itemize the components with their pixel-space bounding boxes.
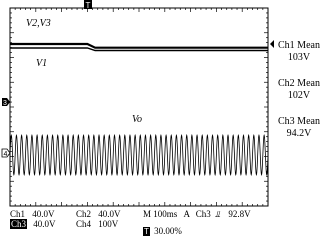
ch4-label: Ch4: [76, 219, 92, 229]
trace-label-v2v3: V2,V3: [26, 18, 51, 29]
measurement-ch3: Ch3 Mean 94.2V: [274, 116, 324, 140]
ch2-setting: Ch2 40.0V: [76, 209, 121, 219]
timebase: M 100ms: [143, 209, 178, 219]
ch3-marker-shape: [2, 98, 10, 106]
ch1-setting: Ch1 40.0V: [10, 209, 55, 219]
measurement-ch3-label: Ch3 Mean: [278, 116, 320, 127]
measurement-ch1-value: 103V: [287, 52, 311, 63]
trace-label-vo: Vo: [132, 114, 142, 125]
trigger-channel: Ch3: [195, 209, 211, 219]
ch3-label: Ch3: [10, 219, 28, 229]
ch3-scale: 40.0V: [33, 219, 56, 229]
ch4-marker-shape: [1, 148, 11, 158]
ch-ref-marker-right: [270, 40, 274, 48]
measurement-ch1-label: Ch1 Mean: [278, 40, 320, 51]
measurement-ch2-value: 102V: [287, 90, 311, 101]
trace-label-v1: V1: [36, 58, 47, 69]
measurement-ch2: Ch2 Mean 102V: [274, 78, 324, 102]
ch1-label: Ch1: [10, 209, 26, 219]
trace-vo: [9, 133, 269, 177]
trigger-mode: A: [183, 209, 190, 219]
graticule-ticks: [10, 8, 268, 206]
waveform-traces: [9, 42, 269, 177]
ch2-scale: 40.0V: [98, 209, 121, 219]
trigger-position-setting: T 30.00%: [143, 226, 182, 237]
ch3-setting: Ch3 40.0V: [10, 219, 56, 229]
ch4-setting: Ch4 100V: [76, 219, 118, 229]
timebase-setting: M 100ms A Ch3 ⫫ 92.8V: [143, 209, 251, 219]
trigger-level: 92.8V: [228, 209, 251, 219]
measurement-ch1: Ch1 Mean 103V: [274, 40, 324, 64]
trace-v1: [10, 47, 268, 52]
trigger-marker-box: [84, 0, 92, 9]
ch1-scale: 40.0V: [32, 209, 55, 219]
trigger-position: 30.00%: [154, 226, 182, 236]
ch3-marker: 3: [3, 100, 7, 107]
ch2-label: Ch2: [76, 209, 92, 219]
rising-edge-icon: ⫫: [215, 209, 221, 219]
measurement-ch2-label: Ch2 Mean: [278, 78, 320, 89]
ch4-marker: 4: [4, 151, 8, 158]
graticule-frame: [9, 7, 269, 207]
trace-v2-v3: [10, 42, 268, 49]
measurement-ch3-value: 94.2V: [286, 128, 312, 139]
trigger-position-icon: T: [143, 227, 150, 236]
ch4-scale: 100V: [98, 219, 119, 229]
trigger-marker: T: [86, 1, 91, 10]
